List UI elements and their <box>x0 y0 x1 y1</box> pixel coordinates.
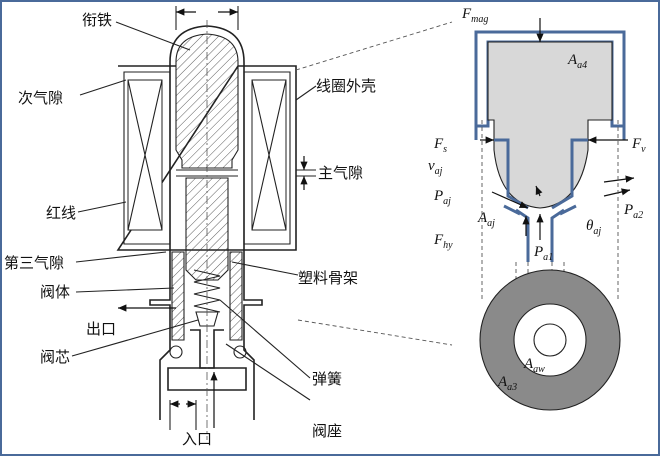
label-armature: 衔铁 <box>82 11 112 29</box>
label-coil-shell: 线圈外壳 <box>316 77 376 95</box>
label-a-a3: Aa3 <box>497 374 517 393</box>
label-p-a2: Pa2 <box>623 202 643 221</box>
label-f-hy: Fhy <box>433 232 453 251</box>
label-f-mag: Fmag <box>461 6 488 25</box>
label-valve-core: 阀芯 <box>40 348 70 366</box>
label-third-gap: 第三气隙 <box>4 254 64 272</box>
label-red-wire: 红线 <box>46 204 76 222</box>
label-p-a1: Pa1 <box>533 244 553 263</box>
label-p-aj: Paj <box>433 188 451 207</box>
label-secondary-gap: 次气隙 <box>18 89 63 107</box>
label-theta-aj: θaj <box>586 218 601 237</box>
label-a-aj: Aaj <box>477 210 495 229</box>
label-valve-seat: 阀座 <box>312 422 342 440</box>
label-v-aj: vaj <box>428 158 443 177</box>
label-inlet: 入口 <box>182 430 212 448</box>
label-valve-body: 阀体 <box>40 283 70 301</box>
armature-chamber <box>487 41 613 209</box>
label-main-gap: 主气隙 <box>318 164 363 182</box>
label-a-a4: Aa4 <box>567 52 587 71</box>
label-f-s: Fs <box>433 136 447 155</box>
label-f-v: Fv <box>631 136 646 155</box>
force-model <box>474 18 635 411</box>
spring <box>193 269 221 313</box>
label-plastic-bobbin: 塑料骨架 <box>298 269 358 287</box>
label-spring: 弹簧 <box>312 370 342 388</box>
label-a-aw: Aaw <box>523 356 545 375</box>
label-outlet: 出口 <box>86 320 116 338</box>
valve-cross-section <box>71 6 317 440</box>
